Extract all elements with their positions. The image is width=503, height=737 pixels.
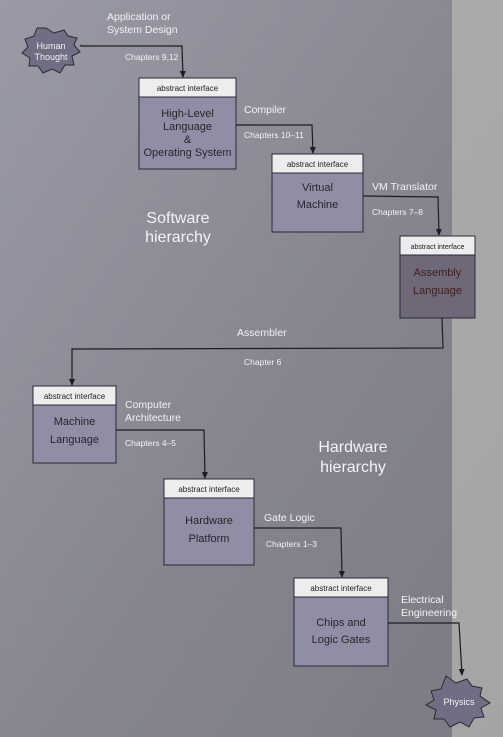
box-machine-language: abstract interface Machine Language bbox=[32, 385, 117, 464]
box-line-2: Machine bbox=[297, 199, 339, 211]
arrow-hll-to-vm bbox=[236, 124, 316, 154]
label-gate-logic: Gate Logic bbox=[264, 512, 315, 524]
arrow-chips-to-physics bbox=[388, 622, 465, 676]
box-line-1: Chips and bbox=[316, 617, 366, 629]
box-header bbox=[138, 77, 237, 98]
box-header bbox=[163, 478, 255, 499]
box-high-level-language: abstract interface High-Level Language &… bbox=[138, 77, 237, 170]
hardware-hierarchy-line-2: hierarchy bbox=[320, 459, 386, 476]
box-header bbox=[399, 235, 476, 256]
label-electrical-1: Electrical bbox=[401, 594, 444, 606]
star-shape bbox=[424, 675, 491, 728]
box-header-label: abstract interface bbox=[287, 160, 349, 169]
label-computer-arch-2: Architecture bbox=[125, 412, 181, 424]
label-vm-translator: VM Translator bbox=[372, 181, 438, 193]
box-header-label: abstract interface bbox=[178, 485, 240, 494]
label-assembler-chapters: Chapter 6 bbox=[244, 357, 282, 367]
star-label-line-1: Human bbox=[36, 41, 65, 51]
arrow-vm-to-assembly bbox=[362, 195, 442, 236]
label-app-chapters: Chapters 9,12 bbox=[125, 52, 179, 62]
label-app-design-2: System Design bbox=[107, 24, 178, 36]
software-hierarchy-line-1: Software bbox=[146, 210, 209, 227]
box-line-2: Language bbox=[163, 121, 212, 133]
box-chips-logic-gates: abstract interface Chips and Logic Gates bbox=[293, 577, 389, 667]
box-virtual-machine: abstract interface Virtual Machine bbox=[271, 153, 364, 233]
box-hardware-platform: abstract interface Hardware Platform bbox=[163, 478, 255, 566]
star-label-line-2: Thought bbox=[34, 52, 68, 62]
box-line-1: Virtual bbox=[302, 182, 333, 194]
box-header-label: abstract interface bbox=[157, 84, 219, 93]
label-gate-chapters: Chapters 1–3 bbox=[266, 539, 317, 549]
box-line-3: & bbox=[184, 134, 192, 146]
label-electrical-2: Engineering bbox=[401, 607, 457, 619]
box-line-2: Language bbox=[50, 434, 99, 446]
page-edge bbox=[452, 0, 503, 737]
box-line-2: Platform bbox=[189, 533, 230, 545]
label-assembler: Assembler bbox=[237, 327, 287, 339]
label-computer-arch-1: Computer bbox=[125, 399, 172, 411]
label-compiler-chapters: Chapters 10–11 bbox=[244, 130, 304, 140]
star-shape bbox=[21, 27, 81, 74]
arrow-machine-to-hardware bbox=[116, 429, 208, 479]
software-hierarchy-line-2: hierarchy bbox=[145, 229, 211, 246]
box-header-label: abstract interface bbox=[310, 584, 372, 593]
label-vm-chapters: Chapters 7–8 bbox=[372, 207, 423, 217]
box-line-1: Assembly bbox=[414, 267, 462, 279]
box-line-1: Machine bbox=[54, 416, 96, 428]
label-app-design-1: Application or bbox=[107, 11, 171, 23]
physics-star: Physics bbox=[424, 675, 491, 728]
arrow-thought-to-hll bbox=[79, 44, 186, 78]
box-header-label: abstract interface bbox=[411, 244, 465, 251]
box-line-2: Language bbox=[413, 285, 462, 297]
star-label: Physics bbox=[443, 697, 475, 707]
human-thought-star: Human Thought bbox=[21, 27, 81, 74]
box-line-1: Hardware bbox=[185, 515, 233, 527]
arrow-hardware-to-chips bbox=[254, 527, 345, 578]
hardware-hierarchy-line-1: Hardware bbox=[318, 439, 387, 456]
box-header bbox=[271, 153, 364, 174]
box-header bbox=[32, 385, 117, 406]
box-line-2: Logic Gates bbox=[312, 634, 371, 646]
box-header bbox=[293, 577, 389, 598]
box-line-4: Operating System bbox=[143, 147, 231, 159]
box-assembly-language: abstract interface Assembly Language bbox=[399, 235, 476, 319]
box-line-1: High-Level bbox=[161, 108, 214, 120]
label-arch-chapters: Chapters 4–5 bbox=[125, 438, 176, 448]
label-compiler: Compiler bbox=[244, 104, 287, 116]
box-header-label: abstract interface bbox=[44, 392, 106, 401]
arrow-assembly-to-machine bbox=[69, 317, 444, 386]
